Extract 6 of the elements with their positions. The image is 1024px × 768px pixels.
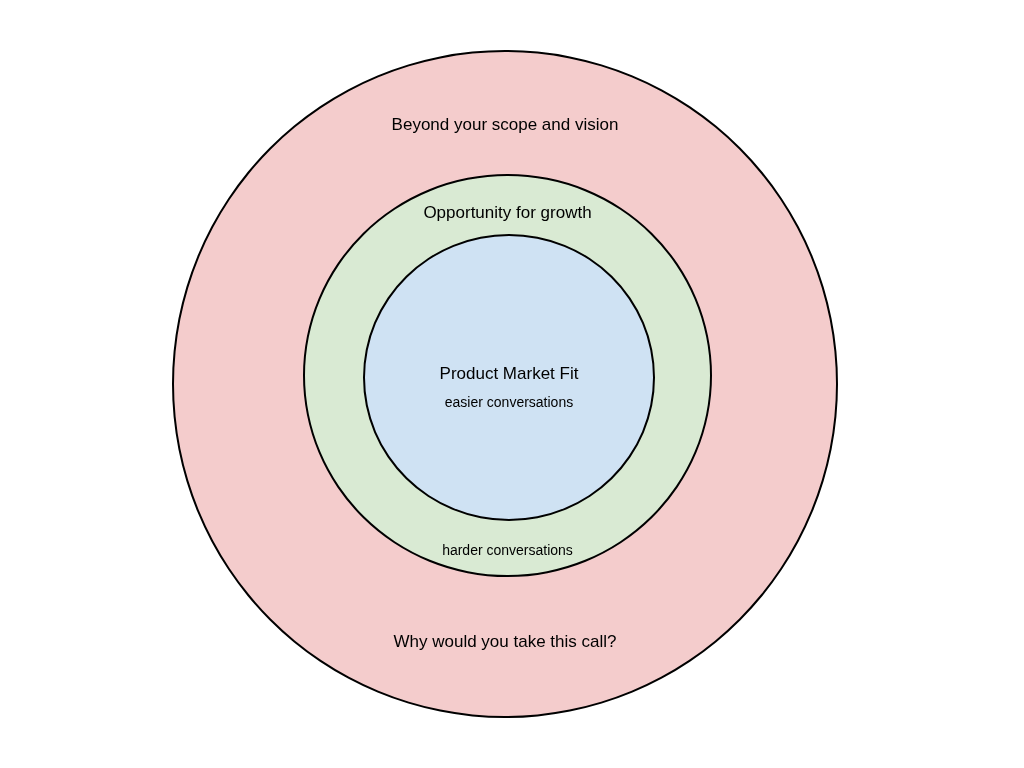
circle-caption: Why would you take this call? [393, 632, 617, 653]
circle-heading: Opportunity for growth [423, 203, 592, 224]
circle-caption: harder conversations [442, 542, 573, 559]
circle-heading: Product Market Fit [439, 364, 579, 385]
circle-caption: easier conversations [444, 394, 574, 411]
circle-heading: Beyond your scope and vision [391, 115, 619, 136]
